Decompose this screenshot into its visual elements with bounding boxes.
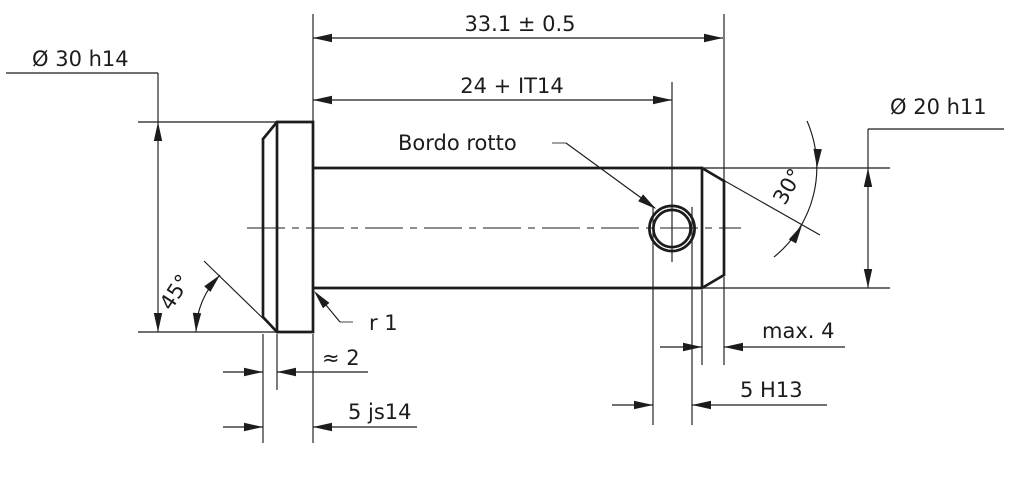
dim-end-chamfer-length: max. 4: [660, 319, 845, 352]
end-chamfer-length-text: max. 4: [762, 319, 834, 343]
dim-head-chamfer-angle: 45°: [155, 260, 278, 333]
dim-head-diameter: Ø 30 h14: [6, 47, 163, 332]
angle-arc-30: [773, 120, 818, 258]
end-chamfer-angle-text: 30°: [768, 164, 807, 208]
dim-arrow: [863, 168, 873, 187]
overall-length-text: 33.1 ± 0.5: [464, 12, 575, 36]
dim-arrow: [277, 367, 296, 377]
angle-arc-45: [195, 274, 221, 333]
fillet-radius-text: r 1: [369, 311, 398, 335]
dim-arrow: [313, 422, 332, 432]
shaft-diameter-text: Ø 20 h11: [890, 95, 987, 119]
dim-arrow: [704, 33, 723, 43]
head-thickness-text: 5 js14: [348, 400, 412, 424]
dim-hole-position: 24 + IT14: [313, 74, 672, 105]
head-chamfer-angle-text: 45°: [155, 270, 195, 314]
head-cone-width-text: ≈ 2: [322, 346, 360, 370]
dim-arrow: [724, 342, 743, 352]
dim-arrow: [244, 367, 263, 377]
dim-head-thickness: 5 js14: [223, 400, 417, 432]
leader-arrow: [638, 194, 659, 213]
hole-diameter-text: 5 H13: [740, 378, 803, 402]
dim-arrow: [191, 312, 202, 333]
shaft-end-chamfer-bottom: [700, 273, 726, 290]
chamfer-construction-line: [203, 260, 278, 333]
head-diameter-text: Ø 30 h14: [32, 47, 129, 71]
dim-arrow: [244, 422, 263, 432]
hole-position-text: 24 + IT14: [460, 74, 563, 98]
dim-arrow: [153, 122, 163, 141]
dim-shaft-diameter: Ø 20 h11: [863, 95, 1004, 288]
dim-hole-diameter: 5 H13: [612, 378, 827, 410]
chamfer-construction-line: [701, 167, 821, 236]
leader-line: [565, 142, 656, 209]
extension-lines: [138, 14, 890, 443]
dim-arrow: [634, 400, 653, 410]
dim-arrow: [204, 272, 224, 292]
dim-overall-length: 33.1 ± 0.5: [313, 12, 723, 43]
dim-arrow: [153, 313, 163, 332]
dim-arrow: [313, 95, 332, 105]
dim-end-chamfer-angle: 30°: [701, 120, 822, 258]
dim-head-cone-width: ≈ 2: [223, 346, 368, 377]
dim-arrow: [692, 400, 711, 410]
dim-arrow: [653, 95, 672, 105]
pin-head-outline: [261, 120, 315, 334]
dim-arrow: [863, 269, 873, 288]
note-fillet-radius: r 1: [310, 288, 398, 335]
note-broken-edge: Bordo rotto: [398, 131, 659, 213]
broken-edge-note-text: Bordo rotto: [398, 131, 517, 155]
dim-arrow: [313, 33, 332, 43]
dim-arrow: [812, 148, 822, 169]
